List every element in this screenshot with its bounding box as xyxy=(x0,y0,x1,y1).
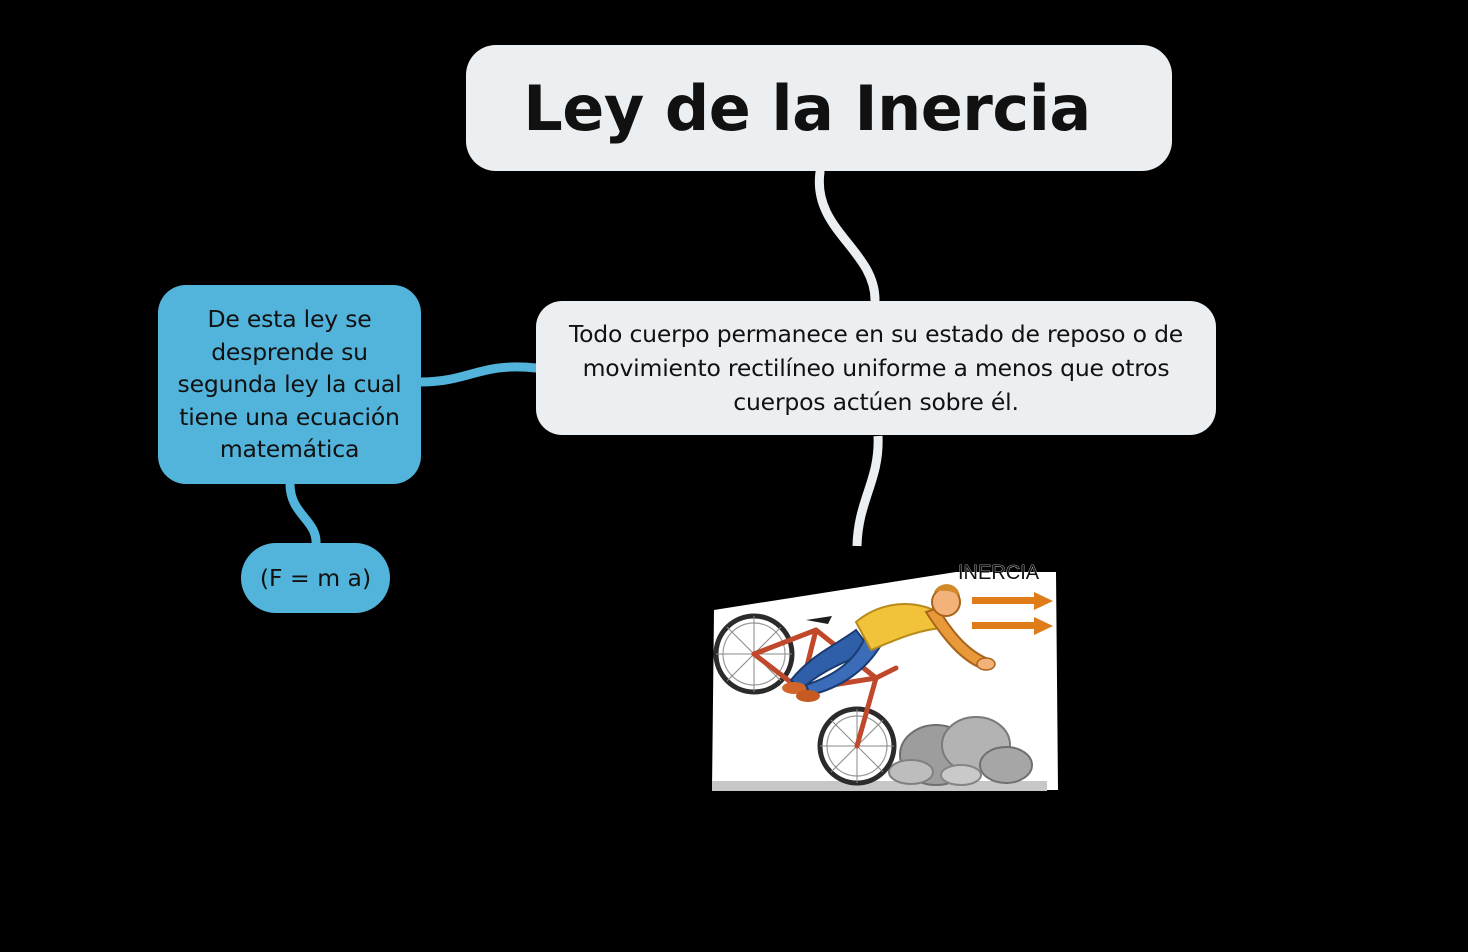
consequence-to-formula-connector xyxy=(285,479,321,550)
saddle-icon xyxy=(806,616,832,624)
consequence-text: De esta ley se desprende su segunda ley … xyxy=(177,305,402,464)
definition-to-consequence-connector xyxy=(415,362,541,387)
formula-node: (F = m a) xyxy=(241,543,390,613)
title-text: Ley de la Inercia xyxy=(523,71,1091,145)
rocks-icon xyxy=(888,716,1033,786)
ground-line xyxy=(712,781,1047,791)
definition-node: Todo cuerpo permanece en su estado de re… xyxy=(536,301,1216,435)
definition-to-illustration-connector xyxy=(852,435,883,547)
front-wheel-icon xyxy=(817,706,897,786)
cyclist-falling-over-rocks-icon: INERCIA xyxy=(712,562,1058,791)
inercia-label: INERCIA xyxy=(958,562,1040,584)
inertia-arrows-icon xyxy=(972,592,1053,635)
rider-icon xyxy=(782,584,996,702)
title-to-definition-connector xyxy=(814,167,880,305)
definition-text: Todo cuerpo permanece en su estado de re… xyxy=(568,320,1184,416)
consequence-node: De esta ley se desprende su segunda ley … xyxy=(158,285,421,484)
title-node: Ley de la Inercia xyxy=(466,45,1172,171)
formula-text: (F = m a) xyxy=(259,564,372,592)
